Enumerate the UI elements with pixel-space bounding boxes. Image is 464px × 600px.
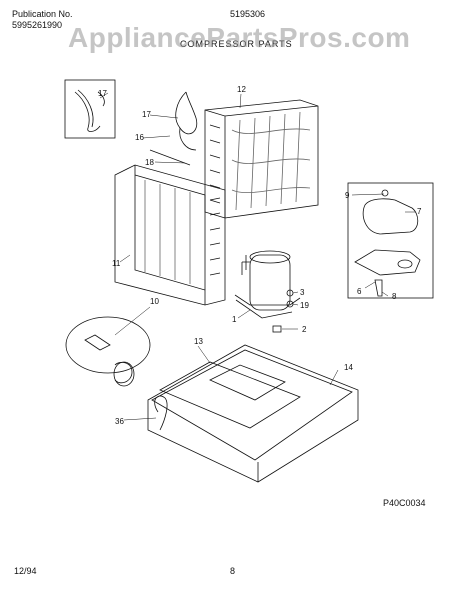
compressor <box>234 250 301 319</box>
drain-tube <box>154 395 168 431</box>
callout-7: 7 <box>417 207 422 216</box>
base-pan <box>147 344 359 483</box>
callout-16: 16 <box>135 133 144 142</box>
callout-3: 3 <box>300 288 305 297</box>
page-number: 8 <box>230 566 236 576</box>
condenser-coil <box>114 164 226 306</box>
diagram-code: P40C0034 <box>383 498 426 508</box>
callout-10: 10 <box>150 297 159 306</box>
callout-1: 1 <box>232 315 237 324</box>
callout-17a: 17 <box>98 89 107 98</box>
callout-9: 9 <box>345 191 350 200</box>
watermark-text: AppliancePartsPros.com <box>68 22 411 53</box>
base-plate <box>159 361 301 429</box>
section-title: COMPRESSOR PARTS <box>180 39 293 49</box>
publication-label: Publication No. <box>12 9 73 19</box>
motor-inset-box <box>347 182 434 299</box>
model-number: 5195306 <box>230 9 266 19</box>
callout-17b: 17 <box>142 110 151 119</box>
tube-inset-box <box>64 79 116 139</box>
evaporator-coil <box>204 99 319 219</box>
callout-18: 18 <box>145 158 154 167</box>
callout-14: 14 <box>344 363 353 372</box>
callout-12: 12 <box>237 85 246 94</box>
callout-13: 13 <box>194 337 203 346</box>
callout-11: 11 <box>112 259 121 268</box>
callout-36: 36 <box>115 417 124 426</box>
leader-lines <box>99 92 415 421</box>
publication-number: 5995261990 <box>12 20 63 30</box>
fastener-parts <box>272 289 294 333</box>
callout-19: 19 <box>300 301 309 310</box>
callout-labels: 17 12 17 16 18 9 7 11 3 19 6 8 1 2 10 13… <box>98 85 422 426</box>
callout-8: 8 <box>392 292 397 301</box>
callout-2: 2 <box>302 325 307 334</box>
callout-6: 6 <box>357 287 362 296</box>
capillary-tube <box>149 91 198 166</box>
footer-date: 12/94 <box>14 566 37 576</box>
fan-inset <box>65 316 151 387</box>
